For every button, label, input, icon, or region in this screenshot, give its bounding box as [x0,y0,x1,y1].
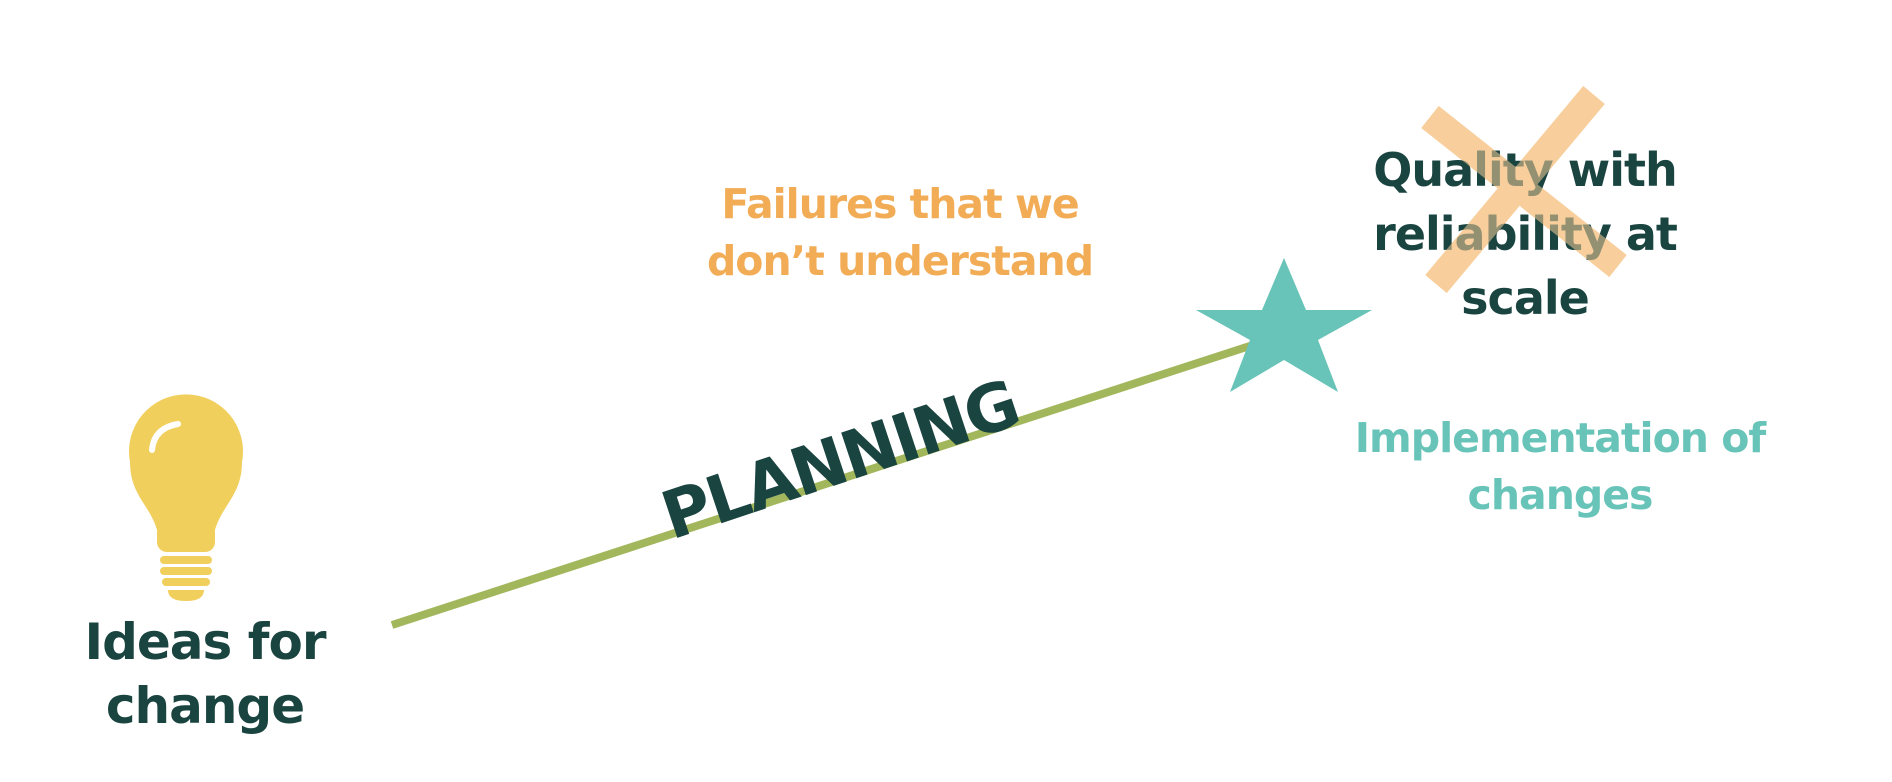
failures-line-2: don’t understand [706,237,1094,285]
quality-line-3: scale [1461,271,1590,325]
bulb-ring-2 [160,567,212,575]
implementation-label: Implementation of changes [1290,410,1830,524]
failures-label: Failures that we don’t understand [640,176,1160,290]
ideas-line-1: Ideas for [84,613,327,671]
failures-line-1: Failures that we [721,180,1079,228]
implementation-line-2: changes [1467,471,1654,519]
implementation-line-1: Implementation of [1354,414,1766,462]
bulb-ring-1 [160,556,212,564]
ideas-for-change-label: Ideas for change [45,610,365,738]
bulb-neck [157,522,215,552]
quality-line-1: Quality with [1373,143,1677,197]
quality-line-2: reliability at [1373,207,1678,261]
bulb-glass [129,394,243,530]
star-icon [1196,258,1372,392]
lightbulb-icon [129,394,243,601]
quality-label: Quality with reliability at scale [1300,138,1750,330]
bulb-base [168,590,204,601]
bulb-highlight [149,421,181,453]
progress-line [390,338,1264,629]
bulb-ring-3 [162,578,210,586]
ideas-line-2: change [105,677,305,735]
